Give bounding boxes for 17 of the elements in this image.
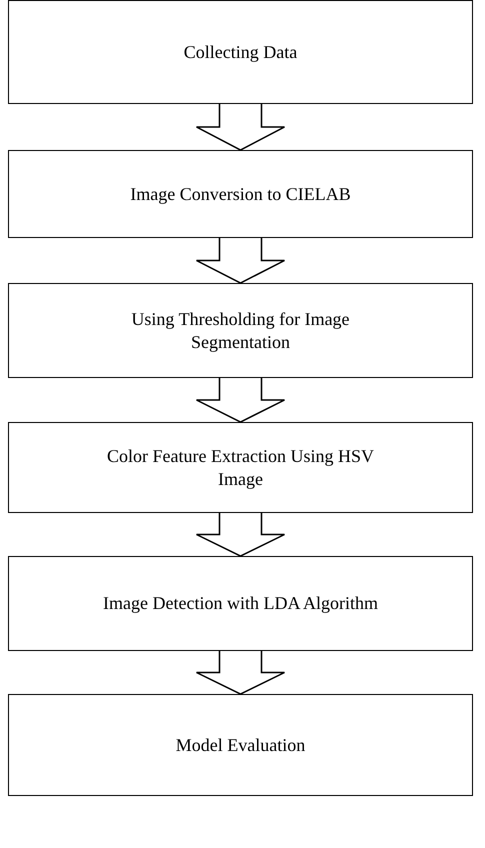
block-arrow <box>196 103 286 151</box>
block-arrow <box>196 237 286 284</box>
block-arrow <box>196 650 286 695</box>
block-arrow <box>196 512 286 557</box>
step-label: Image Conversion to CIELAB <box>130 182 351 206</box>
block-arrow <box>196 377 286 423</box>
process-box <box>8 0 473 104</box>
process-box <box>8 283 473 378</box>
process-box <box>8 422 473 513</box>
step-label: Collecting Data <box>184 40 298 64</box>
process-box <box>8 150 473 238</box>
step-label: Model Evaluation <box>176 734 306 756</box>
step-label: Image Detection with LDA Algorithm <box>103 592 378 615</box>
process-box <box>8 694 473 796</box>
step-label: Color Feature Extraction Using HSV Image <box>106 445 375 490</box>
process-box <box>8 556 473 651</box>
step-label: Using Thresholding for Image Segmentation <box>130 308 351 353</box>
